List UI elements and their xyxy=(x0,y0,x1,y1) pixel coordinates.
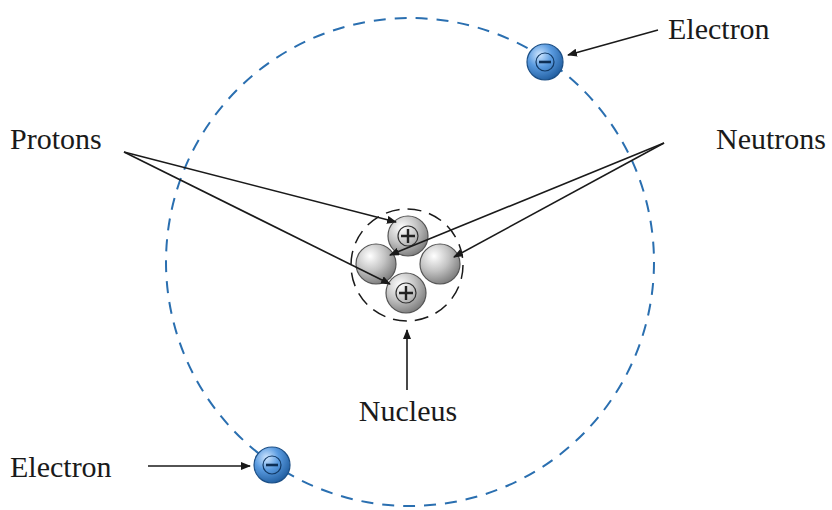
nucleus-boundary xyxy=(351,209,463,321)
nucleus-label: Nucleus xyxy=(359,396,457,426)
neutrons-label: Neutrons xyxy=(716,124,826,154)
proton xyxy=(386,273,426,313)
leader-lines xyxy=(124,30,664,466)
electron xyxy=(254,447,290,483)
electron xyxy=(527,44,563,80)
protons-label: Protons xyxy=(10,124,102,154)
electron-orbit xyxy=(166,18,654,506)
neutron xyxy=(420,244,460,284)
electron-label: Electron xyxy=(10,452,112,482)
neutron xyxy=(356,244,396,284)
electron-label: Electron xyxy=(668,14,770,44)
